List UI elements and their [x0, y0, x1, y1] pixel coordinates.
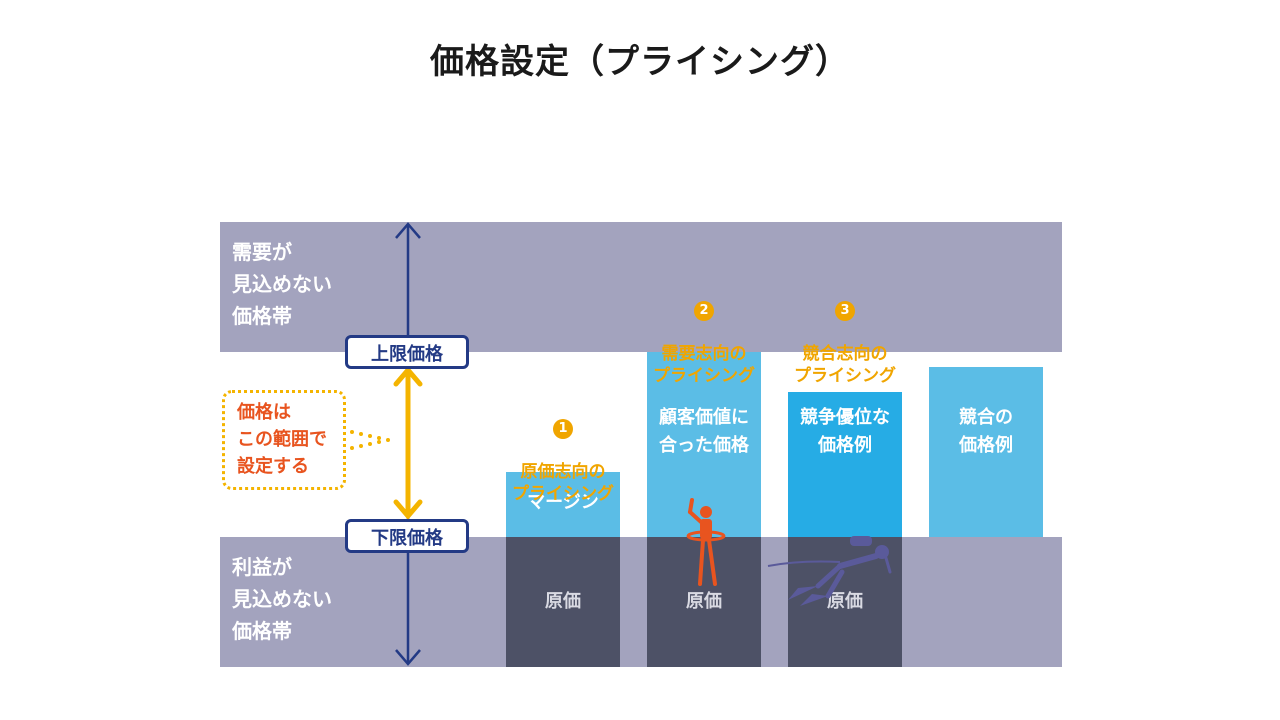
page-title: 価格設定（プライシング）	[430, 42, 850, 82]
col3-competitive-block	[788, 392, 902, 537]
col2-value-label: 顧客価値に 合った価格	[659, 407, 749, 456]
col1-margin-block	[506, 472, 620, 537]
col2-cost-block	[647, 537, 761, 667]
col2-value-block	[647, 352, 761, 537]
strategy-tag-3: 3 競合志向の プライシング	[786, 276, 904, 387]
strategy-label-3: 競合志向の プライシング	[794, 344, 896, 386]
standing-person-icon	[686, 498, 726, 586]
col2-cost-label: 原価	[686, 591, 722, 612]
yellow-range-arrow	[393, 366, 423, 520]
col1-cost-block	[506, 537, 620, 667]
band-no-profit	[220, 537, 1062, 667]
col4-competitor-label: 競合の 価格例	[959, 407, 1013, 456]
band-no-demand	[220, 222, 1062, 352]
strategy-label-2: 需要志向の プライシング	[653, 344, 755, 386]
col1-margin-label: マージン	[527, 492, 599, 513]
band-label-no-profit: 利益が 見込めない 価格帯	[232, 555, 332, 643]
strategy-number-1: 1	[553, 419, 573, 439]
col3-competitive-label: 競争優位な 価格例	[800, 407, 890, 456]
strategy-tag-1: 1 原価志向の プライシング	[504, 394, 622, 505]
col3-cost-label: 原価	[827, 591, 863, 612]
upper-limit-box: 上限価格	[345, 335, 469, 369]
callout-connector	[350, 430, 390, 450]
diver-icon	[767, 536, 892, 606]
col1-cost-label: 原価	[545, 591, 581, 612]
strategy-tag-2: 2 需要志向の プライシング	[645, 276, 763, 387]
col4-competitor-block	[929, 367, 1043, 537]
strategy-number-3: 3	[835, 301, 855, 321]
band-label-no-demand: 需要が 見込めない 価格帯	[232, 240, 332, 328]
lower-limit-box: 下限価格	[345, 519, 469, 553]
strategy-label-1: 原価志向の プライシング	[512, 462, 614, 504]
strategy-number-2: 2	[694, 301, 714, 321]
price-range-callout: 価格は この範囲で 設定する	[222, 390, 346, 490]
